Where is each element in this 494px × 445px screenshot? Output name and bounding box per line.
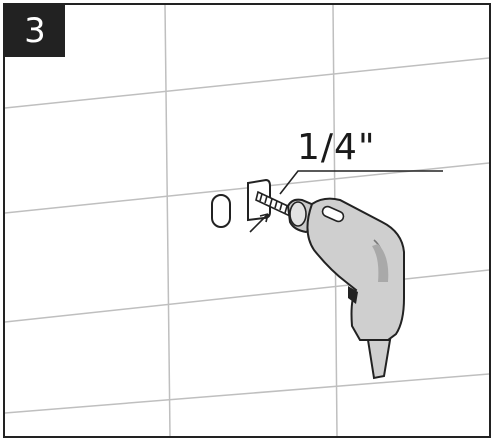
arrow [249, 213, 269, 233]
dimension-label: 1/4" [297, 127, 376, 168]
drill-handle-end [366, 339, 392, 380]
cordless-drill [286, 197, 405, 380]
drill-vent [321, 205, 345, 223]
drill-body [306, 197, 405, 341]
drill-shadow [372, 244, 389, 282]
panel-frame [3, 3, 491, 438]
arrow-head [259, 213, 269, 223]
screw [255, 190, 293, 218]
drill-bit [289, 201, 307, 227]
wall-anchor-slot [211, 194, 231, 228]
step-number-badge: 3 [5, 5, 65, 57]
leader-line [279, 170, 443, 195]
drill-trigger [348, 286, 358, 304]
